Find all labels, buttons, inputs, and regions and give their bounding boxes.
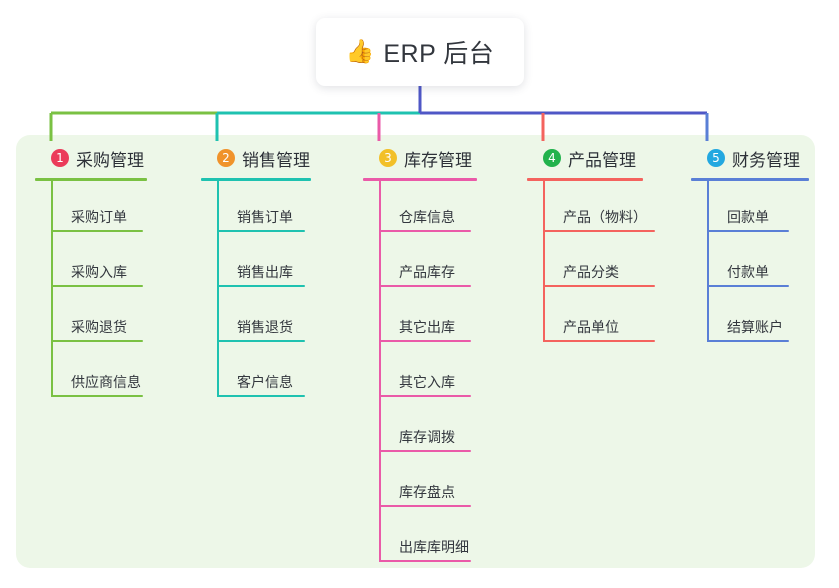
- leaf-node-underline: [543, 230, 655, 232]
- branch-column-4: 4 产品管理: [526, 146, 636, 170]
- leaf-node-underline: [217, 395, 305, 397]
- diagram-background-panel: [16, 135, 815, 568]
- leaf-node-label: 供应商信息: [71, 374, 141, 390]
- leaf-node-label: 产品单位: [563, 319, 619, 335]
- leaf-node-underline: [51, 395, 143, 397]
- leaf-node-label: 采购订单: [71, 209, 127, 225]
- leaf-node-label: 回款单: [727, 209, 769, 225]
- leaf-node-label: 产品分类: [563, 264, 619, 280]
- leaf-node-underline: [707, 340, 789, 342]
- leaf-node-underline: [543, 340, 655, 342]
- branch-trunk-line: [217, 178, 219, 397]
- leaf-node-underline: [707, 285, 789, 287]
- branch-header-1[interactable]: 1 采购管理: [34, 146, 144, 170]
- branch-number-badge: 3: [379, 149, 397, 167]
- branch-header-5[interactable]: 5 财务管理: [690, 146, 800, 170]
- leaf-node-label: 其它出库: [399, 319, 455, 335]
- leaf-node-underline: [707, 230, 789, 232]
- leaf-node-label: 产品（物料）: [563, 209, 647, 225]
- branch-column-5: 5 财务管理: [690, 146, 800, 170]
- branch-title: 库存管理: [404, 150, 472, 170]
- leaf-node-underline: [379, 230, 471, 232]
- leaf-node-underline: [51, 285, 143, 287]
- leaf-node-label: 产品库存: [399, 264, 455, 280]
- thumbs-up-icon: 👍: [345, 38, 375, 65]
- leaf-node-underline: [379, 560, 471, 562]
- leaf-node-underline: [379, 505, 471, 507]
- leaf-node-underline: [379, 450, 471, 452]
- leaf-node-underline: [217, 285, 305, 287]
- branch-underline: [691, 178, 809, 181]
- leaf-node-underline: [379, 340, 471, 342]
- branch-number-badge: 2: [217, 149, 235, 167]
- leaf-node-label: 库存调拨: [399, 429, 455, 445]
- leaf-node-label: 付款单: [727, 264, 769, 280]
- branch-column-1: 1 采购管理: [34, 146, 144, 170]
- leaf-node-label: 采购退货: [71, 319, 127, 335]
- leaf-node-label: 结算账户: [727, 319, 783, 335]
- branch-trunk-line: [543, 178, 545, 342]
- leaf-node-underline: [379, 285, 471, 287]
- branch-underline: [201, 178, 311, 181]
- branch-title: 产品管理: [568, 150, 636, 170]
- leaf-node-underline: [217, 340, 305, 342]
- leaf-node-underline: [51, 230, 143, 232]
- root-node-title: ERP 后台: [383, 40, 495, 68]
- leaf-node-underline: [217, 230, 305, 232]
- branch-header-3[interactable]: 3 库存管理: [362, 146, 472, 170]
- root-node-card[interactable]: 👍 ERP 后台: [316, 18, 524, 86]
- branch-title: 财务管理: [732, 150, 800, 170]
- leaf-node-label: 采购入库: [71, 264, 127, 280]
- leaf-node-underline: [379, 395, 471, 397]
- leaf-node-label: 仓库信息: [399, 209, 455, 225]
- branch-number-badge: 5: [707, 149, 725, 167]
- branch-column-2: 2 销售管理: [200, 146, 310, 170]
- branch-underline: [527, 178, 643, 181]
- branch-trunk-line: [707, 178, 709, 342]
- leaf-node-underline: [51, 340, 143, 342]
- branch-underline: [35, 178, 147, 181]
- branch-header-4[interactable]: 4 产品管理: [526, 146, 636, 170]
- branch-trunk-line: [51, 178, 53, 397]
- branch-trunk-line: [379, 178, 381, 562]
- branch-column-3: 3 库存管理: [362, 146, 472, 170]
- branch-number-badge: 1: [51, 149, 69, 167]
- leaf-node-label: 客户信息: [237, 374, 293, 390]
- branch-number-badge: 4: [543, 149, 561, 167]
- leaf-node-label: 出库库明细: [399, 539, 469, 555]
- leaf-node-label: 库存盘点: [399, 484, 455, 500]
- leaf-node-label: 销售退货: [237, 319, 293, 335]
- branch-underline: [363, 178, 477, 181]
- leaf-node-label: 销售订单: [237, 209, 293, 225]
- branch-header-2[interactable]: 2 销售管理: [200, 146, 310, 170]
- leaf-node-label: 其它入库: [399, 374, 455, 390]
- leaf-node-underline: [543, 285, 655, 287]
- branch-title: 销售管理: [242, 150, 310, 170]
- leaf-node-label: 销售出库: [237, 264, 293, 280]
- branch-title: 采购管理: [76, 150, 144, 170]
